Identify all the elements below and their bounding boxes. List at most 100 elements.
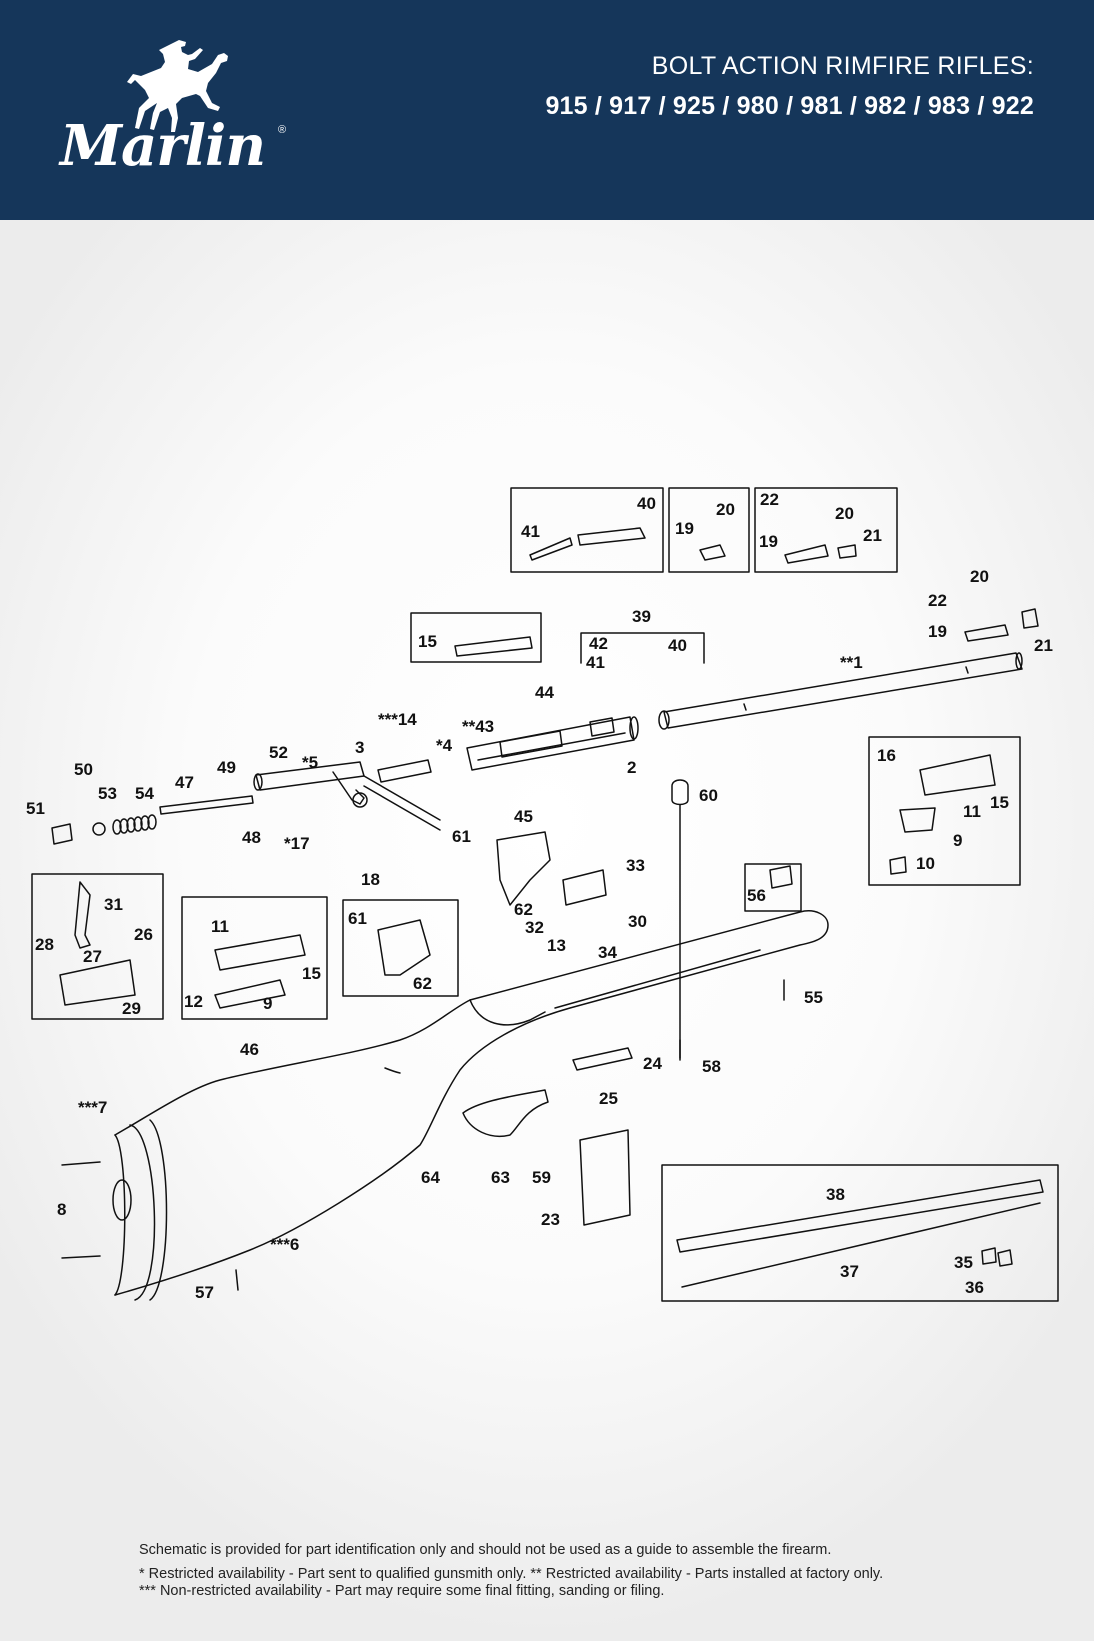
part-label: 40	[637, 494, 656, 513]
floor-plate-drawing	[572, 1047, 633, 1071]
inset-sear-parts	[214, 934, 306, 1009]
part-label: 61	[348, 909, 367, 928]
page-title: BOLT ACTION RIMFIRE RIFLES:	[651, 52, 1034, 80]
sling-swivel-drawing	[235, 1269, 239, 1291]
part-label: 50	[74, 760, 93, 779]
inset-box-magazine-latch	[31, 873, 164, 1020]
registered-mark: ®	[278, 124, 287, 136]
part-label: 22	[928, 591, 947, 610]
disclaimer-text: Schematic is provided for part identific…	[139, 1542, 832, 1558]
part-label: 46	[240, 1040, 259, 1059]
part-label: 57	[195, 1283, 214, 1302]
part-label: 61	[452, 827, 471, 846]
inset-box-firing-pin	[410, 612, 542, 663]
footnotes: Schematic is provided for part identific…	[139, 1542, 1039, 1600]
inset-3-parts	[784, 544, 857, 564]
part-label: 33	[626, 856, 645, 875]
inset-latch-housing	[59, 959, 136, 1006]
inset-1-parts	[529, 527, 646, 561]
part-label: 20	[970, 567, 989, 586]
part-label: 35	[954, 1253, 973, 1272]
trigger-guard-drawing	[462, 1089, 549, 1137]
inset-safety-lever	[899, 807, 936, 833]
part-label: 20	[716, 500, 735, 519]
part-label: 27	[83, 947, 102, 966]
front-sight-ramp	[964, 624, 1009, 642]
inset-box-top-2	[668, 487, 750, 573]
part-label: ***7	[78, 1098, 107, 1117]
part-label: 62	[514, 900, 533, 919]
part-label: 42	[589, 634, 608, 653]
part-label: 10	[916, 854, 935, 873]
brand-wordmark: Marlin	[60, 113, 266, 179]
part-label: *5	[302, 753, 318, 772]
inset-trigger-part	[377, 919, 431, 976]
trigger-assembly-drawing	[496, 831, 551, 906]
part-label: 53	[98, 784, 117, 803]
part-60-drawing	[671, 779, 689, 806]
part-label: 3	[355, 738, 364, 757]
part-label: 24	[643, 1054, 662, 1073]
inset-2-parts	[699, 544, 726, 561]
part-label: 12	[184, 992, 203, 1011]
part-label: **1	[840, 653, 863, 672]
part-label: 47	[175, 773, 194, 792]
part-label: **43	[462, 717, 494, 736]
part-label: 39	[632, 607, 651, 626]
bracket-39	[580, 632, 705, 664]
part-label: 58	[702, 1057, 721, 1076]
magazine-drawing	[579, 1129, 631, 1226]
sear-block-drawing	[562, 869, 607, 906]
part-label: 22	[760, 490, 779, 509]
part-label: 28	[35, 935, 54, 954]
barrel-drawing	[658, 652, 1023, 730]
part-label: 38	[826, 1185, 845, 1204]
inset-safety-part	[919, 754, 996, 796]
part-label: 21	[1034, 636, 1053, 655]
inset-latch-part	[74, 881, 91, 949]
stock-drawing	[112, 910, 829, 1301]
part-label: 30	[628, 912, 647, 931]
part-label: 49	[217, 758, 236, 777]
part-label: 55	[804, 988, 823, 1007]
cocking-piece-drawing	[51, 823, 73, 845]
inset-box-part-56	[744, 863, 802, 912]
part-label: 41	[521, 522, 540, 541]
part-label: 8	[57, 1200, 66, 1219]
inset-box-cleaning-rod	[661, 1164, 1059, 1302]
receiver-drawing	[466, 716, 639, 771]
inset-firing-pin-part	[454, 636, 533, 657]
cleaning-rod-drawing	[681, 1202, 1041, 1288]
bolt-leader-lines	[363, 775, 441, 831]
part-label: ***6	[270, 1235, 299, 1254]
part-label: 2	[627, 758, 636, 777]
buttplate-screws-drawing	[61, 1161, 101, 1259]
part-label: 37	[840, 1262, 859, 1281]
washer-drawing	[92, 822, 106, 836]
inset-box-top-3	[754, 487, 898, 573]
part-number-labels: **1 2 3 *4 *5 ***6 ***7 8 9 9 10 11 11 1…	[26, 490, 1053, 1302]
part-label: 15	[418, 632, 437, 651]
part-label: 11	[963, 802, 981, 821]
part-label: 62	[413, 974, 432, 993]
part-label: 56	[747, 886, 766, 905]
part-label: 9	[953, 831, 962, 850]
part-label: *17	[284, 834, 310, 853]
model-list: 915 / 917 / 925 / 980 / 981 / 982 / 983 …	[545, 92, 1034, 120]
part-label: 41	[586, 653, 605, 672]
part-label: 51	[26, 799, 45, 818]
extractor-drawing	[377, 759, 432, 783]
inset-box-safety	[868, 736, 1021, 886]
part-label: 60	[699, 786, 718, 805]
inset-box-sear	[181, 896, 328, 1020]
part-label: 23	[541, 1210, 560, 1229]
header-banner: Marlin ® BOLT ACTION RIMFIRE RIFLES: 915…	[0, 0, 1094, 220]
part-label: 59	[532, 1168, 551, 1187]
part-label: 16	[877, 746, 896, 765]
part-label: 64	[421, 1168, 440, 1187]
part-label: 32	[525, 918, 544, 937]
tube-cap-drawing	[997, 1249, 1013, 1267]
part-label: 26	[134, 925, 153, 944]
horse-rider-logo-icon	[127, 40, 228, 132]
part-label: 48	[242, 828, 261, 847]
